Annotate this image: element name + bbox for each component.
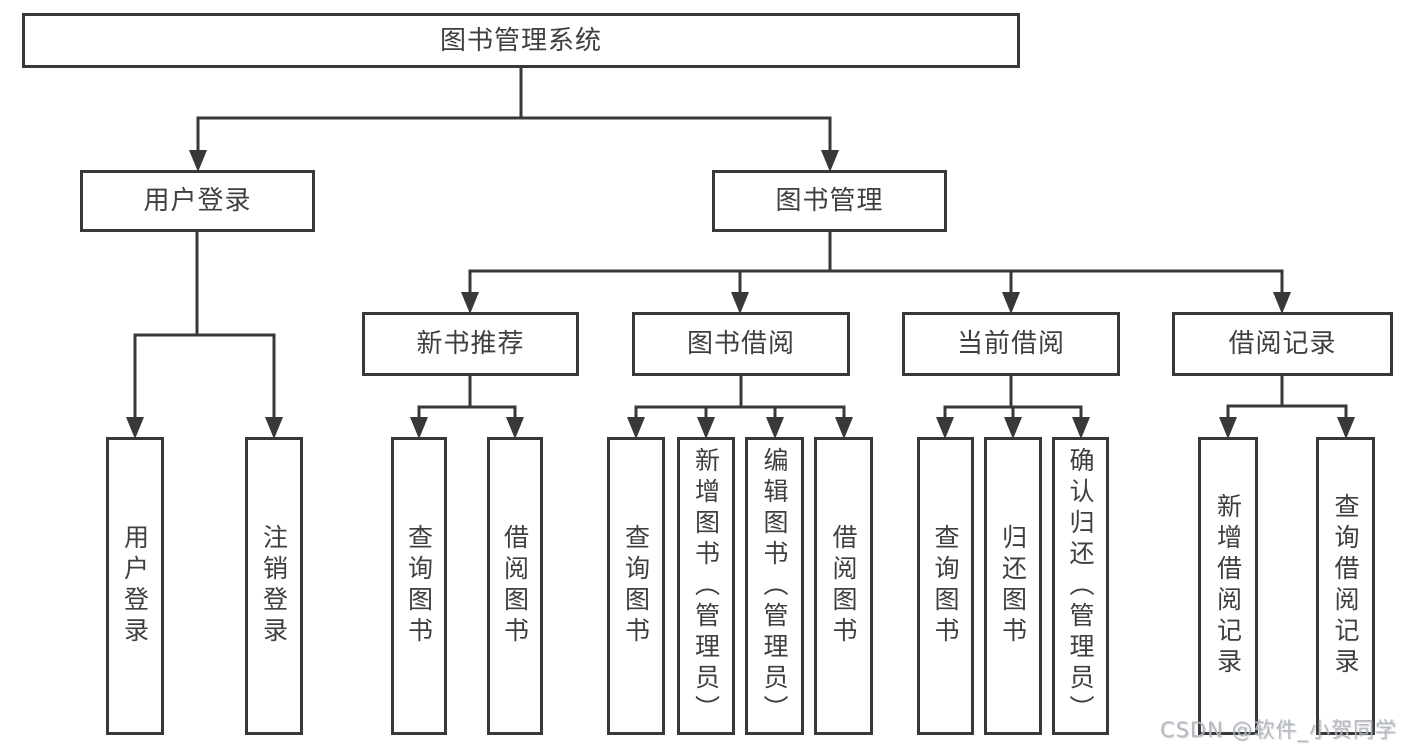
node-borrowing-records: 借阅记录 xyxy=(1172,312,1393,376)
leaf-current-confirm-return-admin: 确认归还（管理员） xyxy=(1052,437,1109,735)
arrowhead-icon xyxy=(126,417,144,439)
leaf-current-query-books: 查询图书 xyxy=(917,437,974,735)
leaf-user-login: 用户登录 xyxy=(106,437,164,735)
arrowhead-icon xyxy=(821,150,839,172)
arrowhead-icon xyxy=(936,417,954,439)
arrowhead-icon xyxy=(461,292,479,314)
arrowhead-icon xyxy=(835,417,853,439)
leaf-current-return-books: 归还图书 xyxy=(984,437,1042,735)
leaf-borrow-borrow-books: 借阅图书 xyxy=(814,437,873,735)
node-user-login-branch: 用户登录 xyxy=(80,170,315,232)
leaf-records-query-borrow-record: 查询借阅记录 xyxy=(1316,437,1375,735)
arrowhead-icon xyxy=(1337,417,1355,439)
arrowhead-icon xyxy=(1219,417,1237,439)
arrowhead-icon xyxy=(1273,292,1291,314)
leaf-borrow-query-books: 查询图书 xyxy=(607,437,665,735)
csdn-watermark: CSDN @软件_小贺同学 xyxy=(1159,718,1397,742)
arrowhead-icon xyxy=(766,417,784,439)
node-current-borrowing: 当前借阅 xyxy=(902,312,1120,376)
node-library-management-system: 图书管理系统 xyxy=(22,13,1020,68)
arrowhead-icon xyxy=(697,417,715,439)
connector xyxy=(1226,374,1348,421)
leaf-logout: 注销登录 xyxy=(245,437,303,735)
arrowhead-icon xyxy=(1002,292,1020,314)
connector xyxy=(133,230,276,421)
leaf-newrec-query-books: 查询图书 xyxy=(391,437,447,735)
connector xyxy=(634,374,846,421)
arrowhead-icon xyxy=(410,417,428,439)
node-book-management: 图书管理 xyxy=(712,170,947,232)
connector xyxy=(943,374,1083,421)
arrowhead-icon xyxy=(627,417,645,439)
connector xyxy=(196,66,832,154)
arrowhead-icon xyxy=(1072,417,1090,439)
leaf-newrec-borrow-books: 借阅图书 xyxy=(487,437,543,735)
node-book-borrowing: 图书借阅 xyxy=(632,312,850,376)
node-new-book-recommendation: 新书推荐 xyxy=(362,312,579,376)
leaf-borrow-add-books-admin: 新增图书（管理员） xyxy=(677,437,735,735)
leaf-records-add-borrow-record: 新增借阅记录 xyxy=(1198,437,1258,735)
arrowhead-icon xyxy=(731,292,749,314)
arrowhead-icon xyxy=(189,150,207,172)
arrowhead-icon xyxy=(506,417,524,439)
leaf-borrow-edit-books-admin: 编辑图书（管理员） xyxy=(745,437,804,735)
connector xyxy=(468,230,1284,296)
connector xyxy=(417,374,517,421)
arrowhead-icon xyxy=(1004,417,1022,439)
arrowhead-icon xyxy=(265,417,283,439)
